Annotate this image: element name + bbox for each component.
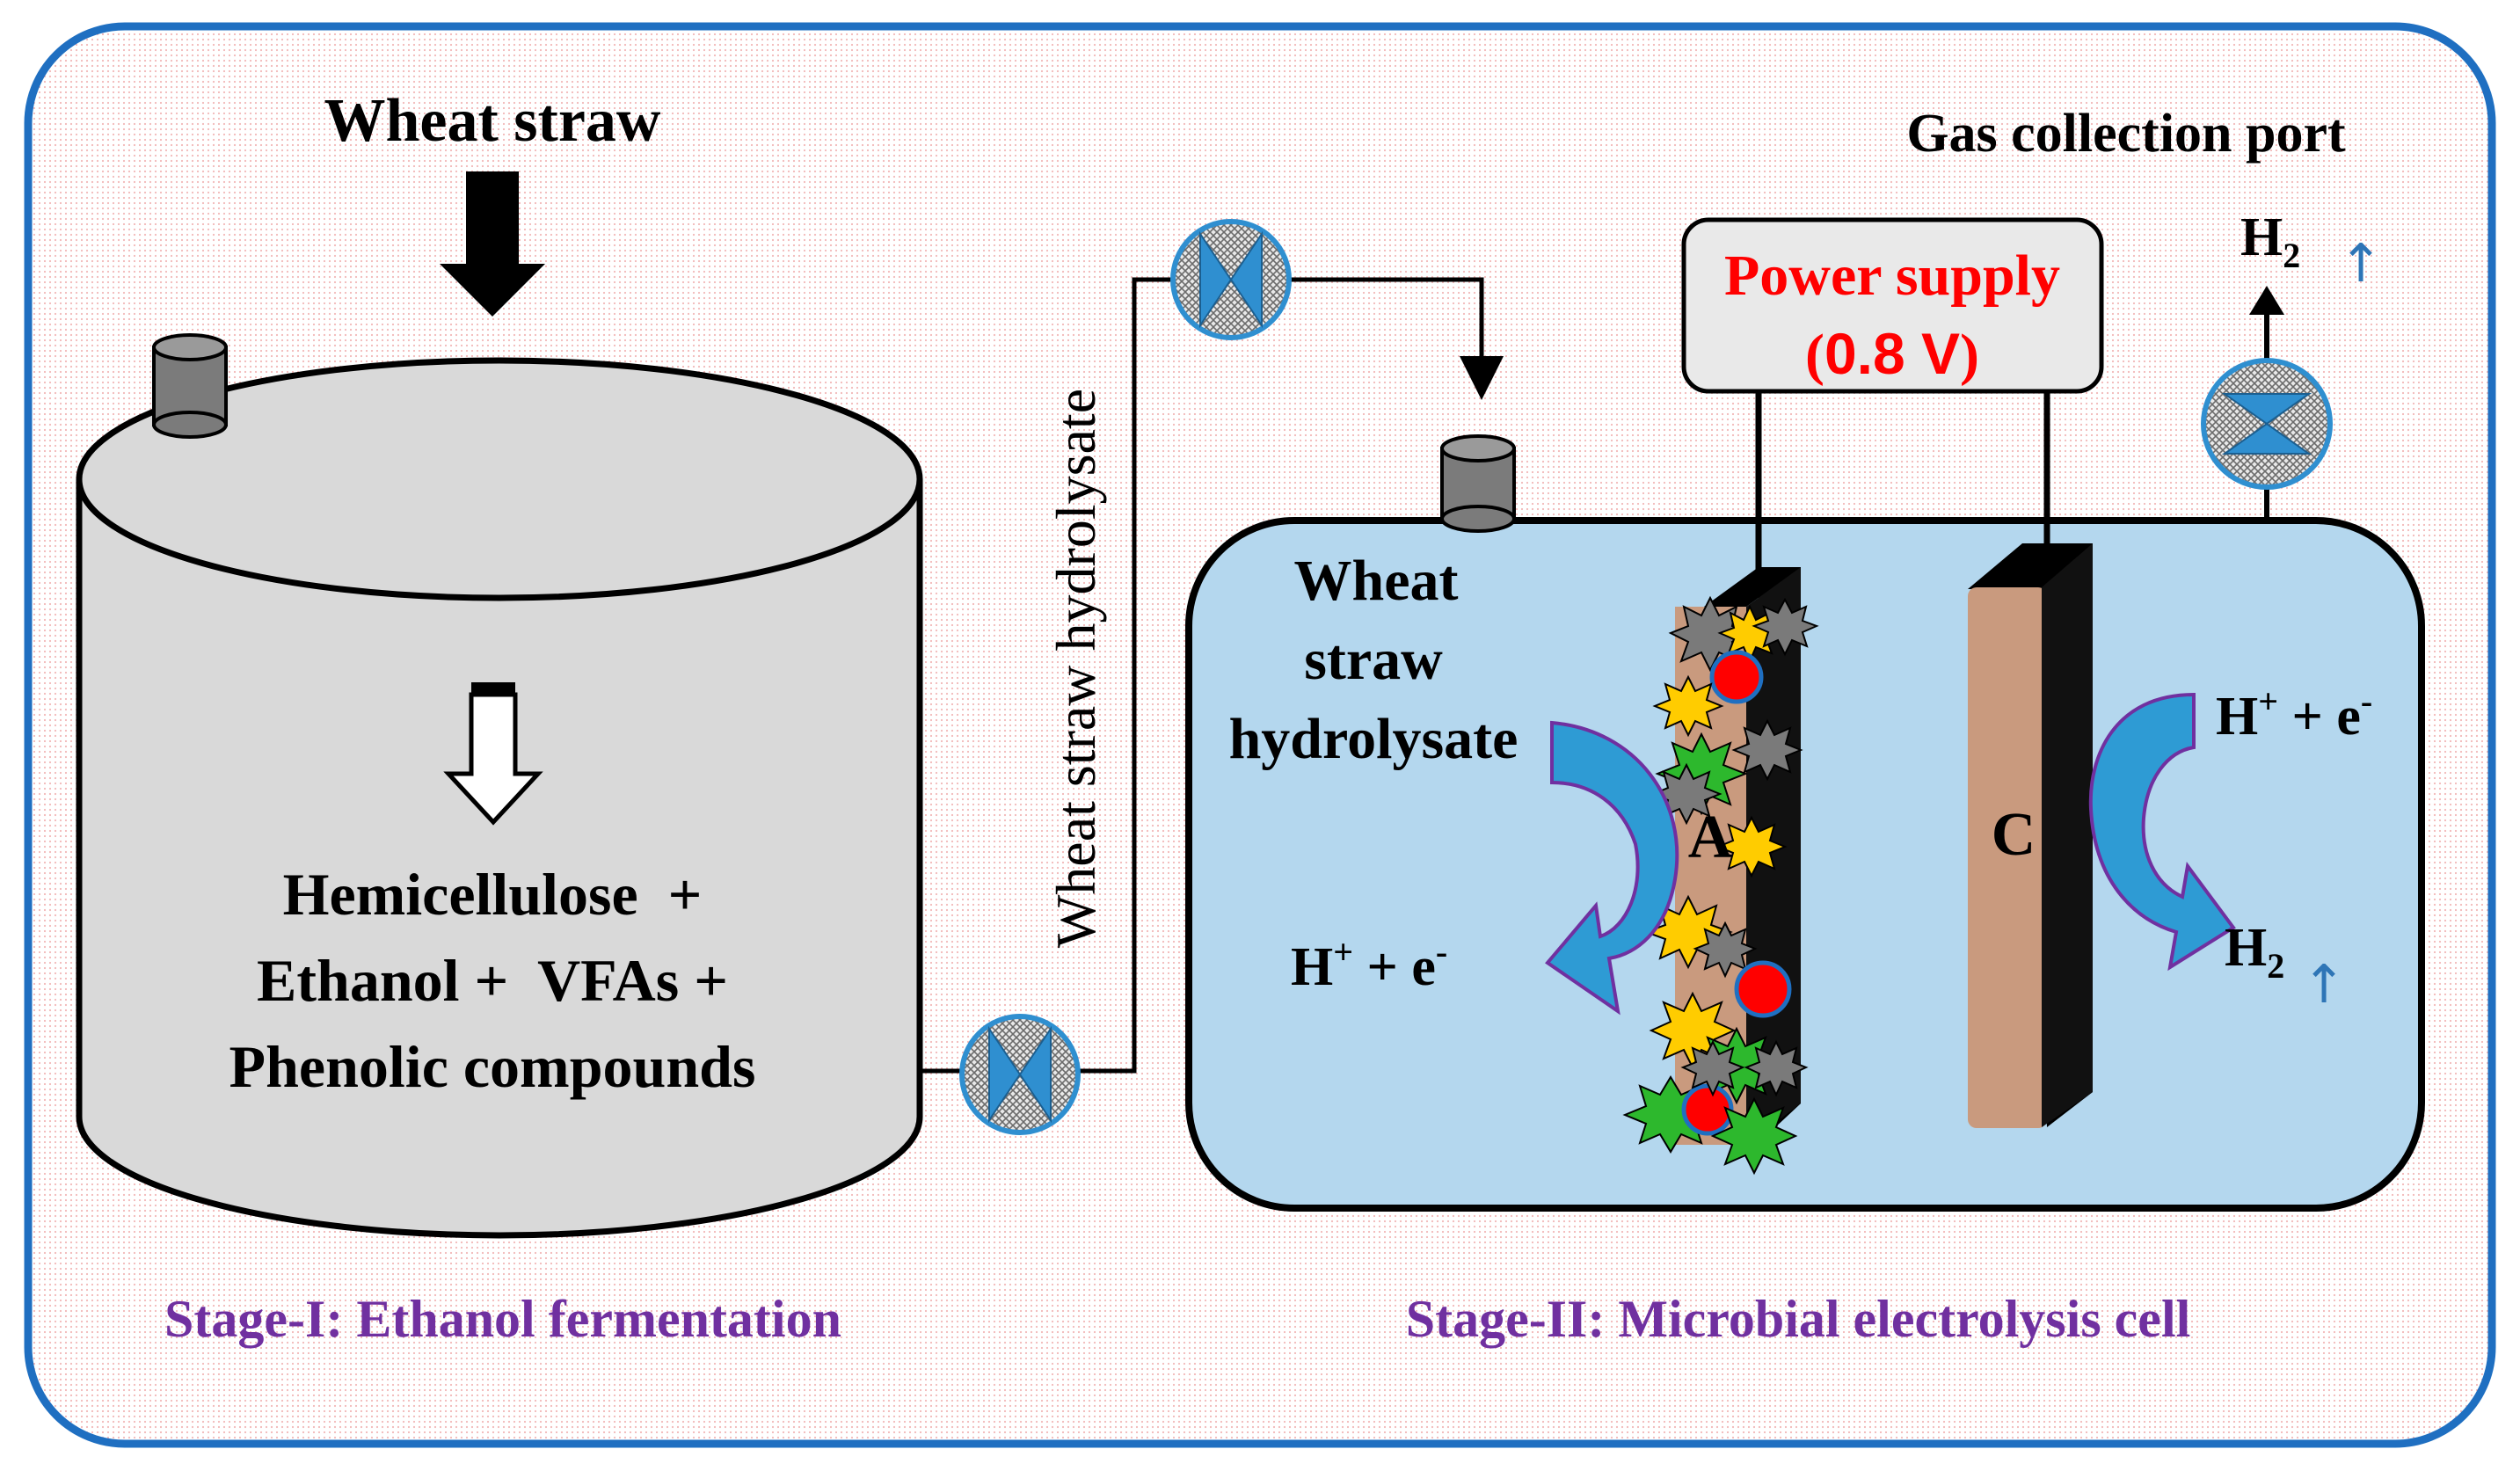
feed-line-3: hydrolysate <box>1229 707 1519 771</box>
valve-bottom[interactable] <box>959 1014 1081 1135</box>
tank-port-cap <box>152 333 228 439</box>
h2-top-up-arrow: ↑ <box>2339 233 2383 295</box>
input-arrow <box>440 171 545 317</box>
cathode-inputs-label: H+ + e- <box>2216 681 2372 746</box>
cathode-label: C <box>1992 801 2036 869</box>
stage1-caption: Stage-I: Ethanol fermentation <box>164 1290 841 1348</box>
anode-biofilm <box>1622 595 1819 1176</box>
products-line-2: Ethanol + VFAs + <box>257 947 728 1014</box>
h2-top-label: H2 <box>2240 208 2300 275</box>
power-supply-voltage: (0.8 V) <box>1805 321 1979 387</box>
cathode-flow-arrow <box>2088 692 2236 972</box>
wheat-straw-input-label: Wheat straw <box>324 87 661 155</box>
gas-outlet-arrowhead <box>2249 286 2284 315</box>
valve-top[interactable] <box>1170 219 1292 340</box>
anode-products-label: H+ + e- <box>1291 932 1447 997</box>
products-line-3: Phenolic compounds <box>229 1033 756 1100</box>
feed-line-1: Wheat <box>1294 549 1459 613</box>
hollow-down-arrow <box>443 682 543 826</box>
feed-line-2: straw <box>1304 628 1443 692</box>
cathode-h2-up-arrow: ↑ <box>2302 954 2346 1016</box>
cathode-electrode <box>1968 543 2093 1128</box>
cathode-h2-label: H2 <box>2225 918 2284 986</box>
mec-port-cap <box>1440 434 1516 533</box>
gas-port-label: Gas collection port <box>1906 104 2346 164</box>
stage2-caption: Stage-II: Microbial electrolysis cell <box>1406 1290 2191 1348</box>
power-supply-label: Power supply <box>1724 244 2060 308</box>
fermentation-tank <box>76 333 923 1239</box>
pipe-label: Wheat straw hydrolysate <box>1045 389 1107 948</box>
mec-cell <box>1185 517 2425 1212</box>
anode-flow-arrow <box>1545 720 1679 1016</box>
valve-gas[interactable] <box>2201 358 2333 490</box>
power-supply[interactable]: Power supply (0.8 V) <box>1681 217 2104 394</box>
anode-label: A <box>1688 804 1733 871</box>
products-line-1: Hemicellulose + <box>283 861 703 928</box>
